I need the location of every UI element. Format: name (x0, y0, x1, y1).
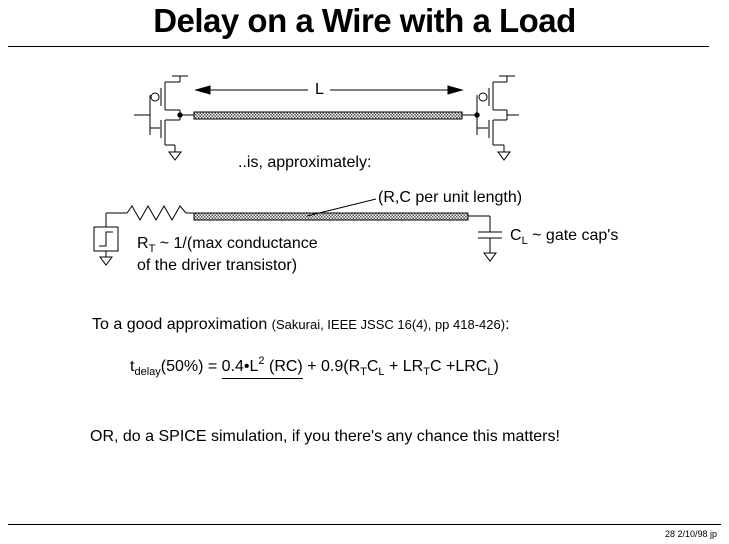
rc-wire (193, 212, 469, 221)
delay-formula: tdelay(50%) = 0.4•L2 (RC) + 0.9(RTCL + L… (130, 355, 499, 379)
length-arrow (194, 85, 464, 95)
load-capacitor (468, 215, 502, 262)
page-title: Delay on a Wire with a Load (153, 2, 576, 39)
load-inverter (462, 75, 519, 161)
step-source (93, 212, 127, 266)
driver-inverter (134, 75, 194, 161)
approximation-line: To a good approximation (Sakurai, IEEE J… (92, 316, 510, 333)
formula-underlined-term: 0.4•L2 (RC) (221, 355, 303, 379)
driver-resistor (126, 204, 194, 222)
rt-label: RT ~ 1/(max conductance (137, 235, 318, 255)
approx-text: ..is, approximately: (238, 154, 372, 171)
rc-per-length-label: (R,C per unit length) (378, 189, 523, 206)
title-rule (8, 46, 709, 47)
rt-description: of the driver transistor) (137, 257, 298, 274)
rc-label-leader (306, 198, 377, 217)
length-label: L (315, 81, 324, 98)
footer-text: 28 2/10/98 jp (664, 529, 717, 539)
top-wire (193, 111, 463, 120)
spice-note: OR, do a SPICE simulation, if you there'… (90, 428, 560, 445)
cl-label: CL ~ gate cap's (510, 227, 619, 247)
footer-rule (8, 524, 721, 525)
